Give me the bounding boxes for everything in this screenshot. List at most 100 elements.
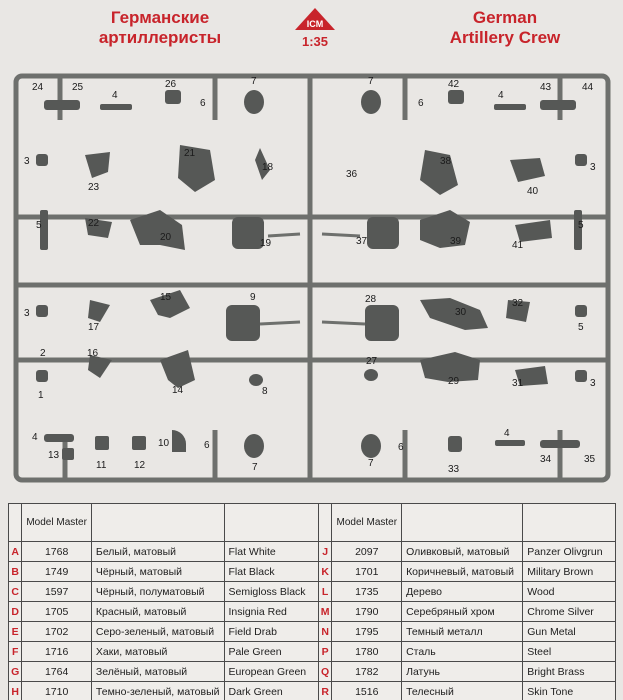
paint-name-ru: Серо-зеленый, матовый (90, 621, 225, 642)
part-number: 22 (88, 218, 100, 229)
paint-code: 2097 (331, 541, 403, 562)
part-number: 1 (38, 390, 44, 401)
paint-code: 1516 (331, 681, 403, 700)
paint-code: 1702 (21, 621, 92, 642)
paint-name-en: Semigloss Black (223, 581, 319, 602)
column-header: Model Master (331, 503, 403, 542)
part-number: 30 (455, 307, 467, 318)
part-number: 37 (356, 236, 368, 247)
part-number: 42 (448, 79, 460, 90)
paint-name-ru: Зелёный, матовый (90, 661, 225, 682)
paint-code: 1735 (331, 581, 403, 602)
paint-name-ru: Серебряный хром (401, 601, 524, 622)
paint-name-ru: Сталь (401, 641, 524, 662)
part-number: 19 (260, 238, 272, 249)
paint-code: 1705 (21, 601, 92, 622)
scale-label: 1:35 (301, 34, 329, 49)
part-number: 21 (184, 148, 196, 159)
paint-letter: L (317, 581, 333, 602)
paint-name-en: Pale Green (223, 641, 319, 662)
paint-name-ru: Темно-зеленый, матовый (90, 681, 225, 700)
paint-name-en: Steel (522, 641, 616, 662)
part-number: 38 (440, 156, 452, 167)
part-number: 3 (590, 162, 596, 173)
part-number: 7 (252, 462, 258, 473)
part-number: 6 (200, 98, 206, 109)
paint-name-ru: Темный металл (401, 621, 524, 642)
part-number: 2 (40, 348, 46, 359)
paint-code: 1597 (21, 581, 92, 602)
part-number: 18 (262, 162, 274, 173)
part-number: 36 (346, 169, 358, 180)
paint-name-ru: Чёрный, матовый (90, 561, 225, 582)
part-numbers: 24 25 4 26 6 7 7 6 42 4 43 44 3 23 21 18… (24, 76, 596, 475)
part-number: 39 (450, 236, 462, 247)
part-number: 23 (88, 182, 100, 193)
paint-letter: F (7, 641, 23, 662)
paint-code: 1790 (331, 601, 403, 622)
part-number: 4 (498, 90, 504, 101)
part-number: 35 (584, 454, 596, 465)
paint-code: 1782 (331, 661, 403, 682)
part-number: 13 (48, 450, 60, 461)
paint-letter: D (7, 601, 23, 622)
part-number: 12 (134, 460, 146, 471)
paint-letter: R (317, 681, 333, 700)
title-english: German Artillery Crew (449, 8, 561, 47)
paint-name-en: Panzer Olivgrun (522, 541, 616, 562)
paint-letter: E (7, 621, 23, 642)
paint-name-ru: Белый, матовый (90, 541, 225, 562)
paint-name-en: Military Brown (522, 561, 616, 582)
paint-letter: J (317, 541, 333, 562)
paint-code: 1768 (21, 541, 92, 562)
part-number: 44 (582, 82, 594, 93)
paint-name-ru: Латунь (401, 661, 524, 682)
paint-letter: G (7, 661, 23, 682)
paint-letter: M (317, 601, 333, 622)
part-number: 15 (160, 292, 172, 303)
parts-shapes (36, 90, 587, 460)
paint-code: 1710 (21, 681, 92, 700)
paint-name-ru: Красный, матовый (90, 601, 225, 622)
paint-name-en: Insignia Red (223, 601, 319, 622)
paint-name-ru: Хаки, матовый (90, 641, 225, 662)
paint-name-en: Wood (522, 581, 616, 602)
part-number: 34 (540, 454, 552, 465)
title-russian: Германские артиллеристы (98, 8, 222, 47)
part-number: 43 (540, 82, 552, 93)
paint-code: 1716 (21, 641, 92, 662)
paint-letter: P (317, 641, 333, 662)
part-number: 32 (512, 298, 524, 309)
part-number: 33 (448, 464, 460, 475)
paint-name-en: Flat White (223, 541, 319, 562)
part-number: 16 (87, 348, 99, 359)
paint-letter: K (317, 561, 333, 582)
part-number: 29 (448, 376, 460, 387)
part-number: 26 (165, 79, 177, 90)
brand-text: ICM (307, 19, 324, 29)
paint-name-en: Bright Brass (522, 661, 616, 682)
part-number: 3 (590, 378, 596, 389)
sprue-frame (13, 73, 611, 483)
part-number: 5 (36, 220, 42, 231)
paint-code: 1780 (331, 641, 403, 662)
part-number: 20 (160, 232, 172, 243)
part-number: 31 (512, 378, 524, 389)
paint-letter: N (317, 621, 333, 642)
part-number: 7 (368, 458, 374, 469)
part-number: 3 (24, 308, 30, 319)
header: Германские артиллеристы ICM 1:35 German … (0, 0, 623, 60)
part-number: 40 (527, 186, 539, 197)
icm-logo: ICM 1:35 (290, 6, 340, 49)
part-number: 3 (24, 156, 30, 167)
part-number: 7 (368, 76, 374, 87)
sprue-gates (259, 232, 366, 326)
sprue-diagram: 24 25 4 26 6 7 7 6 42 4 43 44 3 23 21 18… (13, 73, 611, 483)
column-header: Model Master (21, 503, 92, 542)
